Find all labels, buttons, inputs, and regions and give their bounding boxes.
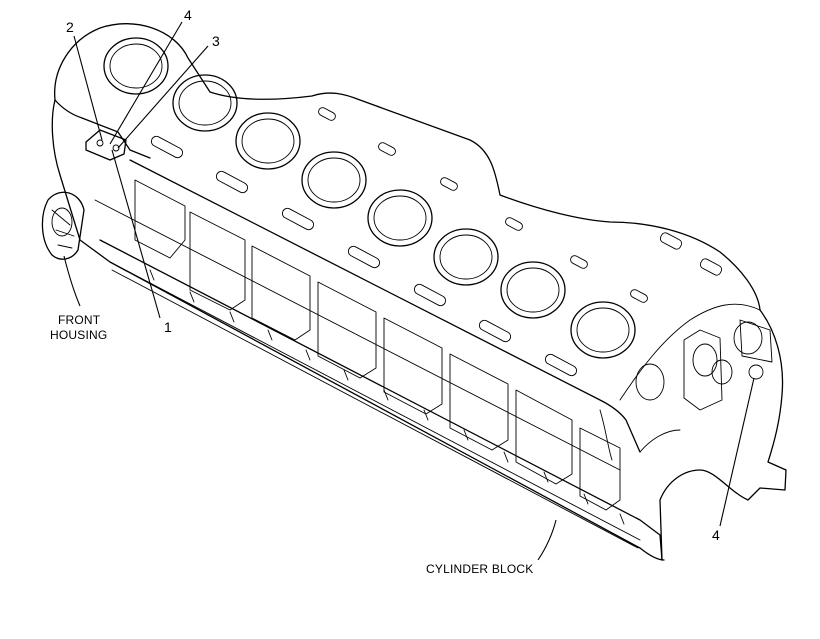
cylinder-bore <box>500 261 566 319</box>
block-rear-edge <box>619 303 761 401</box>
rear-end-features <box>635 319 773 411</box>
cylinder-block-label: CYLINDER BLOCK <box>426 562 534 576</box>
front-housing <box>41 191 85 260</box>
cylinder-bore <box>172 74 238 132</box>
leader-4-right <box>719 377 755 527</box>
leader-1 <box>111 149 161 319</box>
callout-4-right: 4 <box>712 527 720 543</box>
pan-rail-bolts <box>109 261 641 549</box>
cylinder-bore <box>103 37 169 95</box>
front-housing-label-line2: HOUSING <box>50 328 107 342</box>
leader-2 <box>73 35 103 141</box>
leader-lines <box>63 21 755 561</box>
block-rear-face <box>659 309 787 561</box>
front-housing-label-line1: FRONT <box>58 313 101 327</box>
cylinder-bore <box>433 228 499 286</box>
deck-slots <box>150 107 723 377</box>
block-top-deck <box>54 23 761 311</box>
cylinder-block-drawing <box>51 23 787 561</box>
leader-front-housing <box>63 255 81 307</box>
side-face-panels <box>134 179 621 511</box>
leader-4-top <box>109 21 183 145</box>
callout-1: 1 <box>164 319 172 335</box>
leader-cylinder-block <box>537 519 557 561</box>
cylinder-bore <box>235 112 301 170</box>
callout-3: 3 <box>212 33 220 49</box>
block-side-top-edge <box>129 159 641 453</box>
block-side-mid-edge <box>94 199 621 471</box>
cylinder-bore <box>367 189 433 247</box>
cylinder-bore <box>570 301 636 359</box>
cover-plate <box>85 129 127 161</box>
cylinder-bore <box>301 151 367 209</box>
annotations: 2 4 3 1 4 FRONT HOUSING CYLINDER BLOCK <box>50 7 720 576</box>
block-front-bottom <box>51 99 665 561</box>
callout-2: 2 <box>66 19 74 35</box>
block-front-face <box>54 99 151 159</box>
callout-4-top: 4 <box>184 7 192 23</box>
leader-3 <box>117 45 209 149</box>
cylinder-bores <box>103 37 636 359</box>
